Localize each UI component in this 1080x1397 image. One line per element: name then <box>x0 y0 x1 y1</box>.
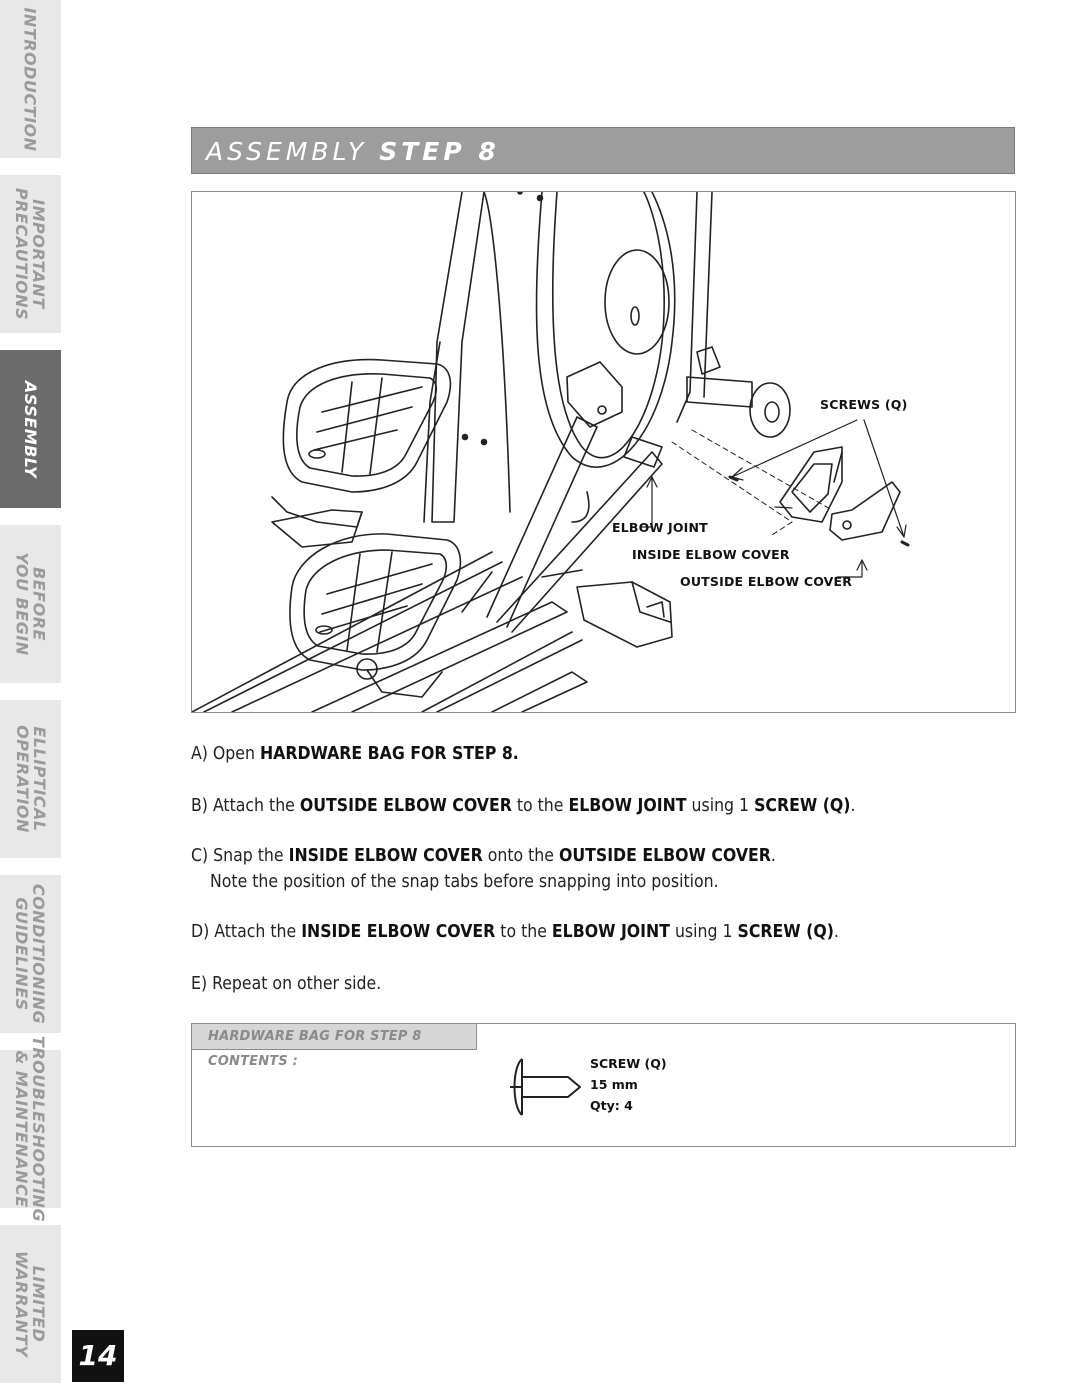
tab-label: ELLIPTICAL OPERATION <box>12 725 49 833</box>
page-title: ASSEMBLY STEP 8 <box>206 137 500 166</box>
step-d: D) Attach the INSIDE ELBOW COVER to the … <box>191 922 839 942</box>
step-keyword: OUTSIDE ELBOW COVER <box>558 846 771 866</box>
step-a: A) Open HARDWARE BAG FOR STEP 8. <box>191 744 519 764</box>
title-light: ASSEMBLY <box>206 137 368 166</box>
tab-label-line: & MAINTENANCE <box>12 1050 32 1208</box>
tab-label-line: YOU BEGIN <box>12 552 32 656</box>
upright-frame <box>423 192 544 523</box>
tab-label: ASSEMBLY <box>21 380 41 478</box>
callout-screws: SCREWS (Q) <box>820 397 908 412</box>
tab-introduction[interactable]: INTRODUCTION <box>0 0 61 158</box>
tab-label: LIMITED WARRANTY <box>12 1250 49 1358</box>
step-e: E) Repeat on other side. <box>191 974 381 994</box>
step-text: E) Repeat on other side. <box>191 974 382 994</box>
step-text: . <box>850 796 856 816</box>
tab-label-line: LIMITED <box>29 1265 49 1343</box>
step-text: D) Attach the <box>191 922 302 942</box>
step-text: C) Snap the <box>191 846 289 866</box>
hardware-bag-contents: HARDWARE BAG FOR STEP 8 CONTENTS : SCREW… <box>191 1023 1016 1147</box>
elliptical-drawing <box>192 192 910 712</box>
tab-label-line: PRECAUTIONS <box>12 187 32 321</box>
tab-label-line: IMPORTANT <box>29 199 49 309</box>
step-keyword: ELBOW JOINT <box>568 796 687 816</box>
step-keyword: OUTSIDE ELBOW COVER <box>299 796 512 816</box>
connecting-arm <box>486 361 663 633</box>
section-tabs: INTRODUCTION IMPORTANT PRECAUTIONS ASSEM… <box>0 0 61 1383</box>
tab-before-you-begin[interactable]: BEFORE YOU BEGIN <box>0 525 61 683</box>
title-bold: STEP 8 <box>379 137 500 166</box>
step-text: A) Open <box>191 744 260 764</box>
flywheel-housing <box>535 192 713 523</box>
tab-label: BEFORE YOU BEGIN <box>12 552 49 656</box>
step-title-bar: ASSEMBLY STEP 8 <box>191 127 1015 174</box>
step-note: Note the position of the snap tabs befor… <box>210 872 719 892</box>
step-keyword: SCREW (Q) <box>754 796 851 816</box>
step-text: to the <box>495 922 552 942</box>
exploded-parts <box>728 446 910 547</box>
tab-elliptical-operation[interactable]: ELLIPTICAL OPERATION <box>0 700 61 858</box>
tab-label-line: INTRODUCTION <box>21 6 40 152</box>
step-keyword: ELBOW JOINT <box>551 922 670 942</box>
tab-limited-warranty[interactable]: LIMITED WARRANTY <box>0 1225 61 1383</box>
step-keyword: INSIDE ELBOW COVER <box>301 922 496 942</box>
step-text: . <box>770 846 776 866</box>
step-b: B) Attach the OUTSIDE ELBOW COVER to the… <box>191 796 855 816</box>
step-text: onto the <box>482 846 559 866</box>
rear-wheel <box>686 346 791 438</box>
tab-label-line: GUIDELINES <box>12 897 32 1011</box>
tab-troubleshooting-maintenance[interactable]: TROUBLESHOOTING & MAINTENANCE <box>0 1036 61 1222</box>
tab-assembly[interactable]: ASSEMBLY <box>0 350 61 508</box>
step-text: . <box>833 922 839 942</box>
step-keyword: SCREW (Q) <box>737 922 834 942</box>
hardware-item-size: 15 mm <box>590 1077 638 1092</box>
tab-label-line: WARRANTY <box>12 1250 32 1358</box>
step-c: C) Snap the INSIDE ELBOW COVER onto the … <box>191 846 776 892</box>
hardware-item-qty: Qty: 4 <box>590 1098 633 1113</box>
step-keyword: INSIDE ELBOW COVER <box>288 846 483 866</box>
hardware-bag-label: HARDWARE BAG FOR STEP 8 CONTENTS : <box>192 1024 477 1069</box>
callout-outside-elbow-cover: OUTSIDE ELBOW COVER <box>680 574 853 589</box>
tab-label: TROUBLESHOOTING & MAINTENANCE <box>12 1035 49 1223</box>
assembly-illustration: SCREWS (Q) ELBOW JOINT INSIDE ELBOW COVE… <box>191 191 1016 713</box>
leader-lines <box>641 419 907 578</box>
callout-inside-elbow-cover: INSIDE ELBOW COVER <box>632 547 790 562</box>
tab-label-line: OPERATION <box>12 725 32 833</box>
page-number: 14 <box>72 1330 124 1382</box>
screw-icon <box>510 1058 581 1116</box>
callout-elbow-joint: ELBOW JOINT <box>612 520 708 535</box>
tab-important-precautions[interactable]: IMPORTANT PRECAUTIONS <box>0 175 61 333</box>
pedal-lower <box>289 533 462 698</box>
step-text: using 1 <box>669 922 738 942</box>
hardware-item-name: SCREW (Q) <box>590 1056 667 1071</box>
tab-label-line: CONDITIONING <box>29 883 49 1025</box>
tab-label: CONDITIONING GUIDELINES <box>12 883 49 1025</box>
tab-label-line: ASSEMBLY <box>21 380 41 478</box>
step-text: to the <box>511 796 569 816</box>
step-keyword: HARDWARE BAG FOR STEP 8. <box>259 744 519 764</box>
tab-label: IMPORTANT PRECAUTIONS <box>12 187 49 321</box>
pedal-upper <box>271 358 452 548</box>
step-text: B) Attach the <box>191 796 300 816</box>
floor-rails <box>192 551 588 712</box>
tab-label-line: BEFORE <box>29 567 49 641</box>
tab-label: INTRODUCTION <box>21 6 40 152</box>
tab-conditioning-guidelines[interactable]: CONDITIONING GUIDELINES <box>0 875 61 1033</box>
front-foot <box>461 569 673 648</box>
tab-label-line: TROUBLESHOOTING <box>29 1035 49 1223</box>
step-text: using 1 <box>686 796 755 816</box>
tab-label-line: ELLIPTICAL <box>29 726 49 832</box>
